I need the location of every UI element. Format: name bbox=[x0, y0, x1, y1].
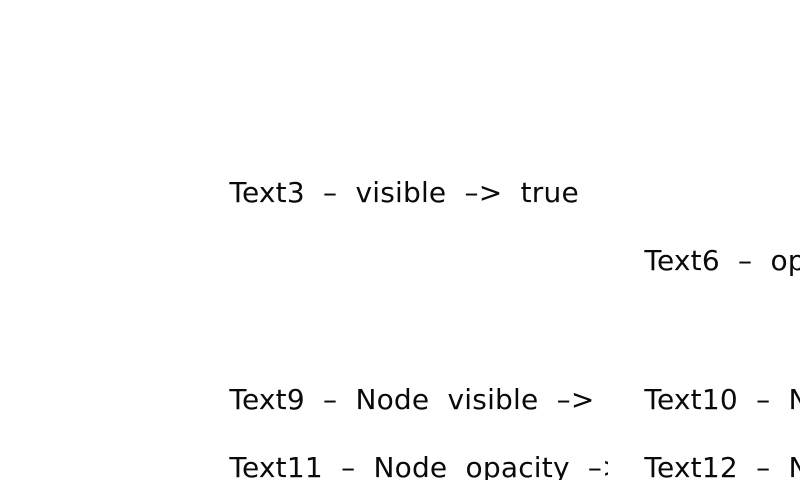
text-label-content: Text6 – opacity –> 1 bbox=[644, 243, 800, 277]
text-label-content: Text9 – Node visible –> true bbox=[229, 382, 671, 416]
text-label-text6: Text6 – opacity –> 1 bbox=[608, 219, 800, 303]
text-label-content: Text3 – visible –> true bbox=[229, 175, 579, 209]
text-label-text11: Text11 – Node opacity –> 0 bbox=[193, 426, 662, 480]
text-label-content: Text12 – Node opacity bbox=[644, 450, 800, 480]
text-label-content: Text10 – Node visible bbox=[644, 382, 800, 416]
text-label-text12: Text12 – Node opacity bbox=[608, 425, 800, 480]
text-label-text3: Text3 – visible –> true bbox=[193, 151, 579, 235]
text-label-content: Text11 – Node opacity –> 0 bbox=[229, 450, 663, 480]
